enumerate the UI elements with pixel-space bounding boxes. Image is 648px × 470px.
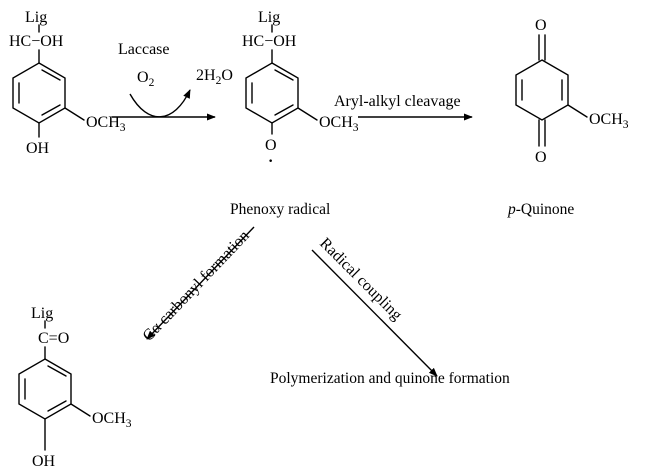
phenoxy-methoxy-bond: [297, 107, 318, 121]
phenoxy-ring-double-1: [274, 69, 294, 81]
phenoxy-alpha-group: HC−OH: [242, 33, 297, 50]
quinone-structure: O O OCH3 p-Quinone: [507, 17, 629, 218]
phenoxy-ring-double-2: [274, 104, 294, 116]
cleavage-label: Aryl-alkyl cleavage: [334, 93, 461, 110]
carbonyl-step: Cα carbonyl formation: [140, 226, 255, 345]
substrate-methoxy-label: OCH3: [86, 114, 126, 134]
ketone-ring-double-1: [47, 365, 67, 377]
ketone-ring-double-2: [47, 400, 67, 412]
ketone-ring: [18, 358, 72, 420]
substrate-hydroxyl-label: OH: [26, 140, 50, 157]
phenoxy-oxygen-label: O: [265, 137, 277, 154]
quinone-top-oxygen: O: [535, 17, 547, 34]
ketone-hydroxyl-label: OH: [32, 453, 56, 470]
phenoxy-methoxy-label: OCH3: [319, 114, 359, 134]
quinone-ring: [515, 59, 569, 121]
substrate-ring-double-2: [41, 104, 61, 116]
coupling-step: Radical coupling Polymerization and quin…: [270, 235, 510, 387]
water-product-label: 2H2O: [196, 67, 233, 87]
phenoxy-radical-structure: Lig HC−OH OCH3 O · Phenoxy radical: [230, 9, 359, 218]
phenoxy-radical-dot: ·: [268, 153, 273, 170]
quinone-methoxy-label: OCH3: [589, 111, 629, 131]
ketone-lig-label: Lig: [31, 305, 53, 322]
ketone-alpha-group: C=O: [38, 330, 69, 347]
cosubstrate-curved-arrow: [129, 89, 191, 118]
oxygen-reactant-label: O2: [137, 69, 155, 89]
phenoxy-ring: [245, 62, 299, 124]
carbonyl-arrow: [146, 226, 255, 340]
substrate-ring: [12, 62, 66, 124]
phenoxy-radical-caption: Phenoxy radical: [230, 201, 330, 218]
ketone-methoxy-bond: [70, 403, 91, 417]
quinone-bottom-oxygen: O: [535, 149, 547, 166]
substrate-structure: Lig HC−OH OCH3 OH: [9, 9, 126, 157]
quinone-caption: p-Quinone: [507, 201, 574, 218]
substrate-methoxy-bond: [64, 107, 85, 121]
coupling-outcome-label: Polymerization and quinone formation: [270, 370, 510, 387]
enzyme-label: Laccase: [118, 41, 170, 58]
quinone-methoxy-bond: [567, 104, 588, 118]
coupling-arrow: [311, 249, 438, 377]
coupling-label: Radical coupling: [316, 235, 405, 324]
carbonyl-label: Cα carbonyl formation: [140, 227, 253, 344]
substrate-lig-label: Lig: [25, 9, 47, 26]
oxidation-step: Laccase O2 2H2O: [112, 41, 233, 121]
ketone-methoxy-label: OCH3: [92, 410, 132, 430]
ketone-structure: Lig C=O OCH3 OH: [18, 305, 132, 470]
cleavage-step: Aryl-alkyl cleavage: [334, 93, 473, 121]
substrate-alpha-group: HC−OH: [9, 33, 64, 50]
substrate-ring-double-1: [41, 69, 61, 81]
phenoxy-lig-label: Lig: [258, 9, 280, 26]
